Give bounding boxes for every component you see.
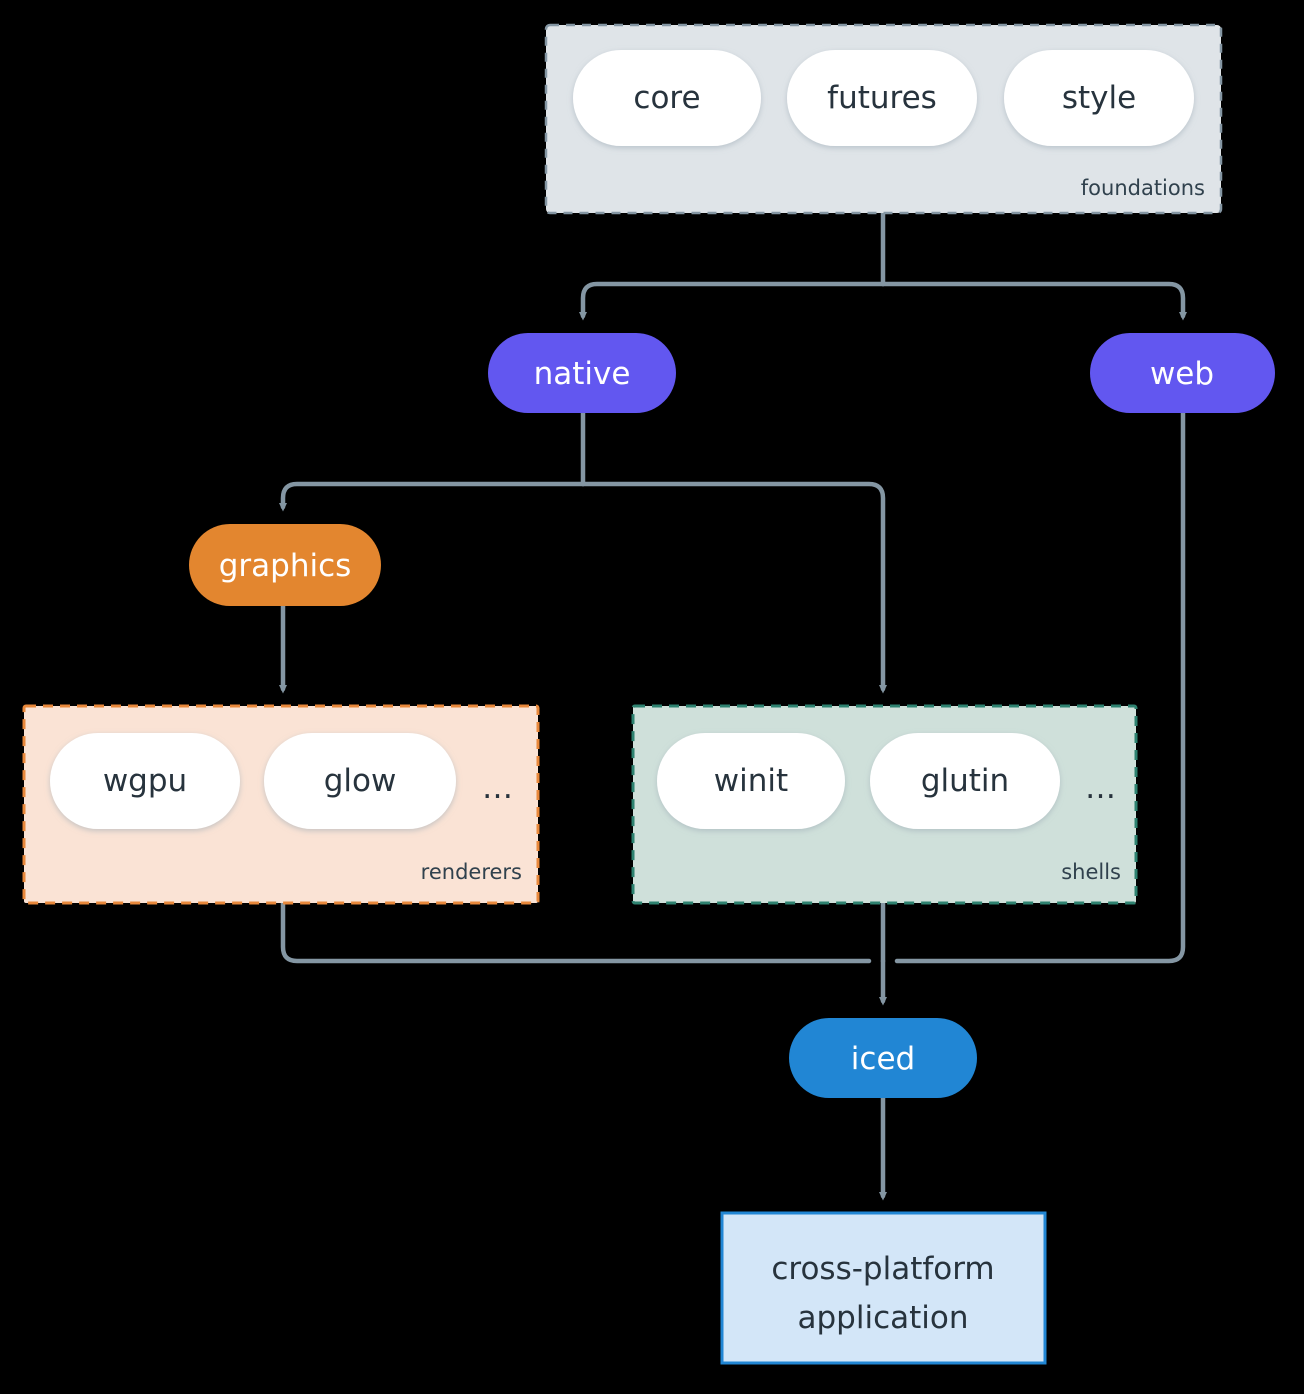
node-graphics-shape [189, 524, 381, 606]
pill-core-shape [573, 50, 761, 146]
edge-renderers-to-iced [280, 900, 872, 964]
node-iced[interactable]: iced [789, 1018, 977, 1098]
group-renderers-label: renderers [421, 860, 522, 884]
pill-winit-label: winit [714, 763, 788, 799]
pill-glutin-label: glutin [921, 763, 1009, 799]
edge-foundations-to-web [880, 281, 1187, 321]
pill-glutin[interactable]: glutin [870, 733, 1060, 829]
node-iced-shape [789, 1018, 977, 1098]
pill-core[interactable]: core [573, 50, 761, 146]
shells-ellipsis: … [1085, 770, 1117, 806]
pill-futures-label: futures [827, 80, 937, 116]
connector-layer [279, 210, 1187, 1201]
renderers-ellipsis: … [482, 770, 514, 806]
node-native-label: native [534, 356, 631, 392]
node-native-shape [488, 333, 676, 413]
pill-futures-shape [787, 50, 977, 146]
application-box-line2: application [798, 1300, 969, 1336]
group-foundations: core futures style foundations [544, 23, 1223, 215]
application-box-line1: cross-platform [771, 1251, 994, 1287]
pill-glow[interactable]: glow [264, 733, 456, 829]
pill-winit-shape [657, 733, 845, 829]
node-web-label: web [1150, 356, 1214, 392]
node-graphics[interactable]: graphics [189, 524, 381, 606]
node-native[interactable]: native [488, 333, 676, 413]
application-box-shape [720, 1211, 1047, 1365]
node-cross-platform-application[interactable]: cross-platform application [720, 1211, 1047, 1365]
pill-core-label: core [633, 80, 700, 116]
node-web[interactable]: web [1090, 333, 1275, 413]
pill-wgpu-label: wgpu [103, 763, 187, 799]
pill-glow-shape [264, 733, 456, 829]
node-iced-label: iced [851, 1041, 915, 1077]
edge-native-to-shells [580, 481, 887, 694]
group-foundations-label: foundations [1081, 176, 1205, 200]
pill-wgpu[interactable]: wgpu [50, 733, 240, 829]
edge-foundations-to-native [579, 281, 886, 321]
pill-futures[interactable]: futures [787, 50, 977, 146]
pill-style-label: style [1062, 80, 1136, 116]
node-web-shape [1090, 333, 1275, 413]
group-shells: winit glutin … shells [631, 704, 1138, 905]
node-graphics-label: graphics [219, 548, 352, 584]
pill-wgpu-shape [50, 733, 240, 829]
pill-style[interactable]: style [1004, 50, 1194, 146]
pill-style-shape [1004, 50, 1194, 146]
edge-native-to-graphics [279, 481, 586, 512]
edge-web-to-iced [894, 410, 1186, 964]
group-shells-label: shells [1061, 860, 1121, 884]
pill-glow-label: glow [324, 763, 397, 799]
pill-winit[interactable]: winit [657, 733, 845, 829]
group-renderers: wgpu glow … renderers [22, 704, 540, 905]
pill-glutin-shape [870, 733, 1060, 829]
